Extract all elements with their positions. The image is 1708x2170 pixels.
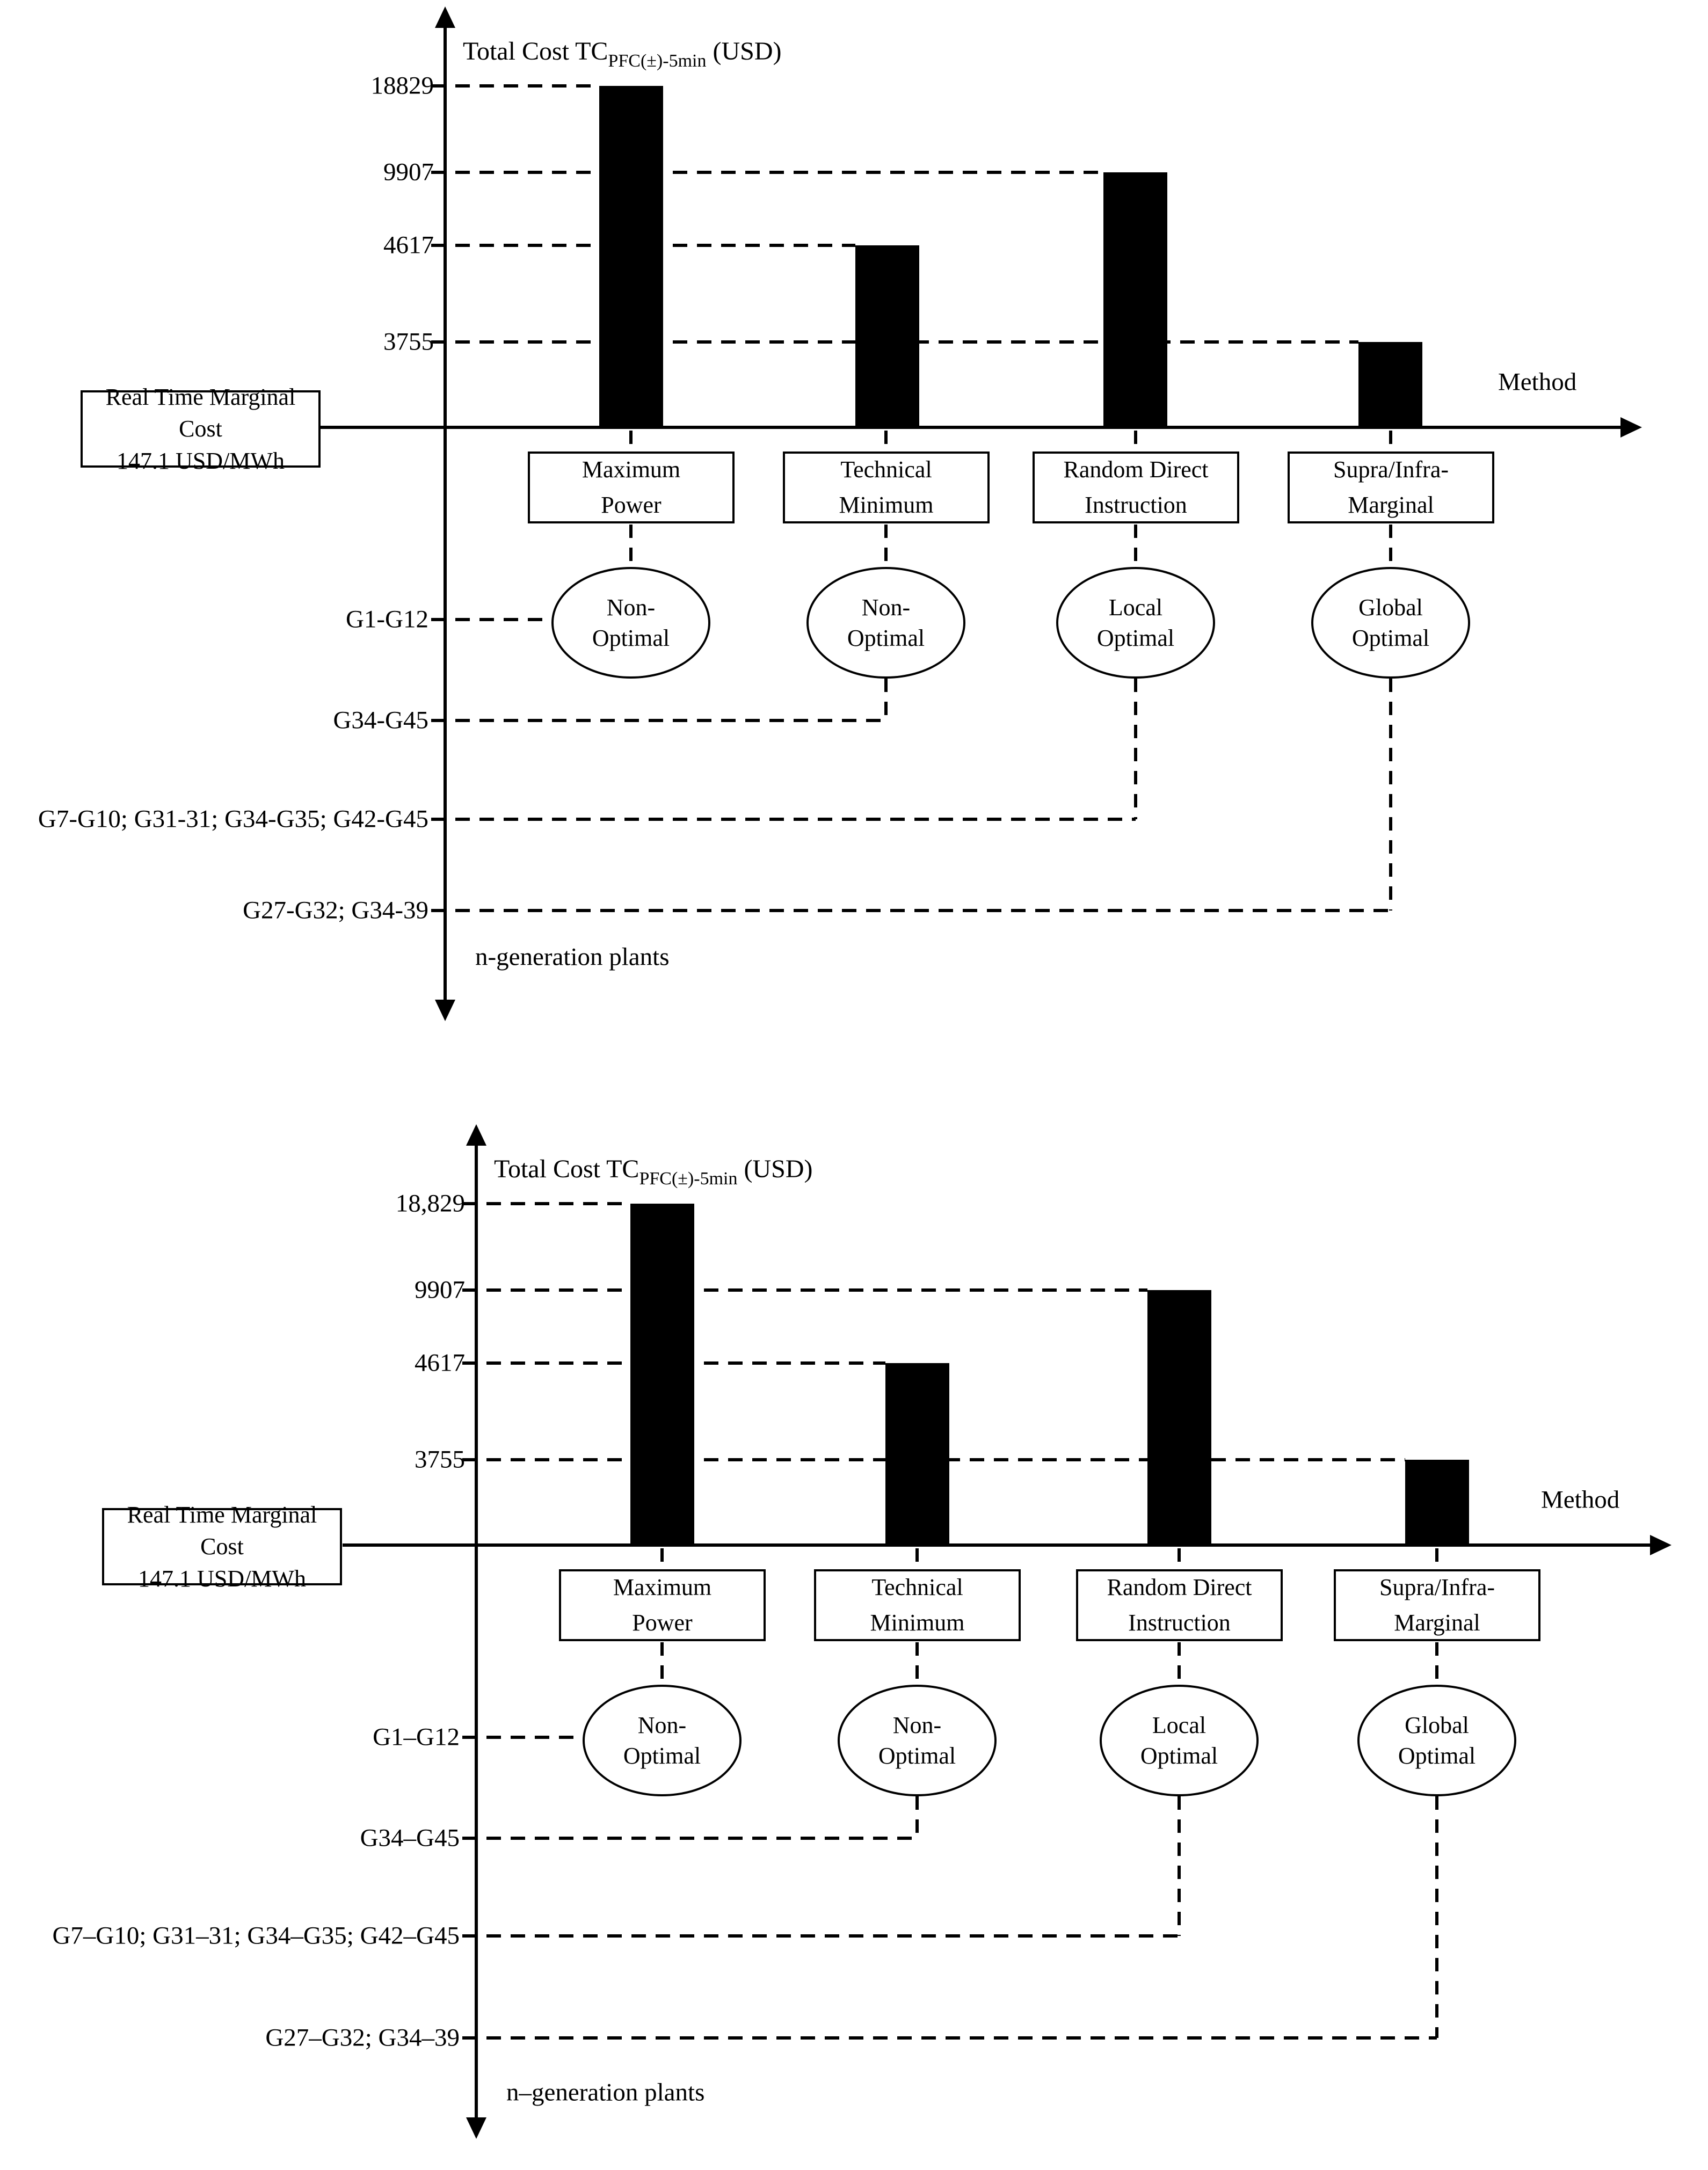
y-tick-label: 3755 xyxy=(415,1445,465,1474)
y-axis-arrow-up-icon xyxy=(466,1124,486,1146)
method-box-random-direct-instruction: Random Direct Instruction xyxy=(1076,1569,1283,1641)
method-box-maximum-power: Maximum Power xyxy=(559,1569,766,1641)
x-axis xyxy=(318,426,1626,429)
connector-line xyxy=(915,1548,919,1569)
marginal-cost-box: Real Time Marginal Cost 147.1 USD/MWh xyxy=(81,384,321,474)
connector-line xyxy=(884,679,888,720)
bar-supra-infra-marginal xyxy=(1358,342,1422,427)
connector-line xyxy=(1178,1642,1181,1685)
group-row-line xyxy=(431,909,1391,912)
generator-group-label: G1-G12 xyxy=(345,605,428,633)
y-tick-label: 18829 xyxy=(370,71,434,100)
generator-group-label: G27–G32; G34–39 xyxy=(265,2023,460,2052)
y-axis xyxy=(475,1137,478,2124)
chart-title-suffix: (USD) xyxy=(737,1155,813,1183)
method-box-supra-infra-marginal: Supra/Infra- Marginal xyxy=(1334,1569,1540,1641)
y-tick-label: 4617 xyxy=(383,231,434,259)
connector-line xyxy=(915,1796,919,1838)
y-axis-arrow-down-icon xyxy=(466,2117,486,2139)
y-tick-label: 3755 xyxy=(383,327,434,356)
group-row-line xyxy=(462,2036,1437,2040)
connector-line xyxy=(1435,1548,1438,1569)
method-box-technical-minimum: Technical Minimum xyxy=(814,1569,1021,1641)
connector-line xyxy=(1435,1796,1438,2038)
bar-technical-minimum xyxy=(885,1363,949,1545)
chart-title-subscript: PFC(±)-5min xyxy=(639,1169,738,1189)
y-tick-label: 9907 xyxy=(415,1276,465,1304)
x-axis-label: Method xyxy=(1498,368,1577,396)
connector-line xyxy=(884,431,888,452)
optimality-ellipse-non-optimal: Non- Optimal xyxy=(806,567,965,679)
chart-title-subscript: PFC(±)-5min xyxy=(608,51,707,71)
plants-axis-label: n–generation plants xyxy=(506,2078,705,2107)
y-tick-label: 9907 xyxy=(383,158,434,186)
generator-group-label: G34-G45 xyxy=(333,706,428,734)
group-row-line xyxy=(431,618,551,621)
group-row-line xyxy=(431,818,1136,821)
connector-line xyxy=(1178,1796,1181,1936)
chart-title-prefix: Total Cost TC xyxy=(494,1155,639,1183)
bar-random-direct-instruction xyxy=(1103,172,1167,427)
connector-line xyxy=(1134,679,1137,819)
y-axis xyxy=(444,19,447,1006)
chart-title-prefix: Total Cost TC xyxy=(463,37,608,65)
connector-line xyxy=(1389,679,1392,911)
y-tick-label: 4617 xyxy=(415,1349,465,1377)
connector-line xyxy=(1134,431,1137,452)
connector-line xyxy=(1134,525,1137,567)
connector-line xyxy=(629,431,633,452)
connector-line xyxy=(1178,1548,1181,1569)
chart-title: Total Cost TCPFC(±)-5min (USD) xyxy=(494,1155,813,1188)
chart-title: Total Cost TCPFC(±)-5min (USD) xyxy=(463,37,782,70)
x-axis xyxy=(343,1543,1655,1547)
x-axis-label: Method xyxy=(1541,1485,1620,1514)
y-axis-arrow-down-icon xyxy=(435,1000,455,1021)
optimality-ellipse-local-optimal: Local Optimal xyxy=(1056,567,1215,679)
bar-random-direct-instruction xyxy=(1147,1290,1211,1545)
connector-line xyxy=(884,525,888,567)
group-row-line xyxy=(462,1837,917,1840)
optimality-ellipse-global-optimal: Global Optimal xyxy=(1357,1685,1516,1796)
generator-group-label: G34–G45 xyxy=(360,1824,460,1852)
connector-line xyxy=(1389,525,1392,567)
gridline-18829 xyxy=(431,84,599,88)
marginal-cost-box: Real Time Marginal Cost 147.1 USD/MWh xyxy=(102,1502,342,1592)
plants-axis-label: n-generation plants xyxy=(475,943,670,971)
chart-title-suffix: (USD) xyxy=(706,37,782,65)
connector-line xyxy=(660,1642,664,1685)
x-axis-arrow-icon xyxy=(1650,1535,1671,1555)
connector-line xyxy=(915,1642,919,1685)
bar-technical-minimum xyxy=(855,245,919,427)
connector-line xyxy=(1435,1642,1438,1685)
optimality-ellipse-non-optimal: Non- Optimal xyxy=(838,1685,997,1796)
gridline-18829 xyxy=(462,1202,630,1205)
connector-line xyxy=(629,525,633,567)
gridline-9907 xyxy=(431,171,1103,174)
generator-group-label: G1–G12 xyxy=(373,1723,460,1751)
generator-group-label: G7–G10; G31–31; G34–G35; G42–G45 xyxy=(52,1921,460,1950)
bar-supra-infra-marginal xyxy=(1405,1460,1469,1545)
gridline-9907 xyxy=(462,1288,1147,1292)
x-axis-arrow-icon xyxy=(1620,417,1642,438)
connector-line xyxy=(1389,431,1392,452)
method-box-random-direct-instruction: Random Direct Instruction xyxy=(1033,452,1239,523)
generator-group-label: G27-G32; G34-39 xyxy=(243,896,428,924)
method-box-maximum-power: Maximum Power xyxy=(528,452,735,523)
optimality-ellipse-local-optimal: Local Optimal xyxy=(1100,1685,1259,1796)
generator-group-label: G7-G10; G31-31; G34-G35; G42-G45 xyxy=(38,805,428,833)
bar-maximum-power xyxy=(630,1204,694,1545)
y-axis-arrow-up-icon xyxy=(435,6,455,28)
y-tick-label: 18,829 xyxy=(395,1189,465,1218)
optimality-ellipse-non-optimal: Non- Optimal xyxy=(583,1685,742,1796)
method-box-technical-minimum: Technical Minimum xyxy=(783,452,990,523)
bar-maximum-power xyxy=(599,86,663,427)
group-row-line xyxy=(431,719,886,722)
group-row-line xyxy=(462,1736,583,1739)
method-box-supra-infra-marginal: Supra/Infra- Marginal xyxy=(1288,452,1494,523)
connector-line xyxy=(660,1548,664,1569)
optimality-ellipse-non-optimal: Non- Optimal xyxy=(551,567,710,679)
group-row-line xyxy=(462,1934,1179,1938)
optimality-ellipse-global-optimal: Global Optimal xyxy=(1311,567,1470,679)
